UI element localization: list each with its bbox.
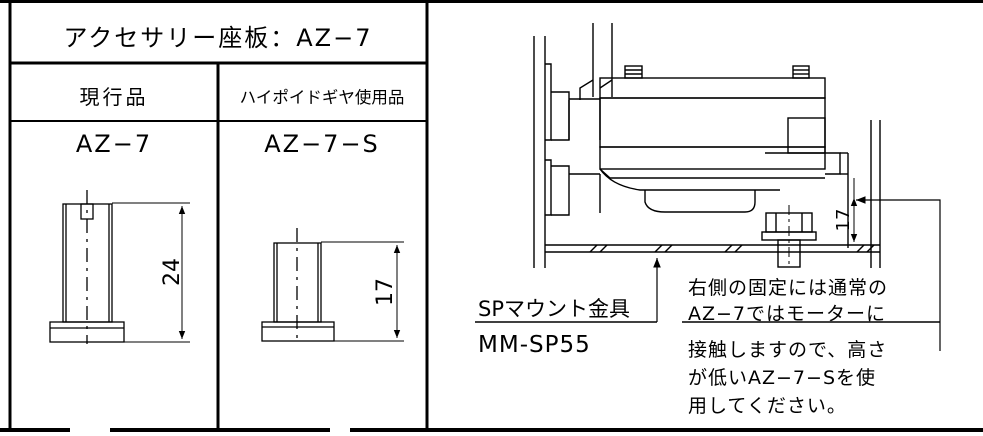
part-drawing-az7 <box>49 190 190 344</box>
note-line-3: 接触しますので、高さ <box>688 339 887 361</box>
note-line-5: 用してください。 <box>688 395 847 417</box>
part-label-sp-mount: SPマウント金具 <box>478 297 630 321</box>
note-line-2: AZ−7ではモーターに <box>688 303 886 325</box>
model-hypoid: AZ−7−S <box>264 130 380 158</box>
part-drawing-az7s <box>261 228 404 343</box>
dimension-az7: 24 <box>160 258 185 286</box>
note-line-4: が低いAZ−7−Sを使 <box>688 367 876 389</box>
dimension-assembly: 17 <box>833 209 854 232</box>
column-header-hypoid: ハイポイドギヤ使用品 <box>240 88 405 107</box>
column-header-current: 現行品 <box>80 85 149 109</box>
part-model-mm-sp55: MM-SP55 <box>478 332 591 358</box>
note-line-1: 右側の固定には通常の <box>688 277 888 299</box>
dimension-az7s: 17 <box>373 278 398 306</box>
model-current: AZ−7 <box>76 130 152 158</box>
assembly-drawing <box>475 23 941 351</box>
sheet-title: アクセサリー座板：AZ−7 <box>63 24 372 52</box>
